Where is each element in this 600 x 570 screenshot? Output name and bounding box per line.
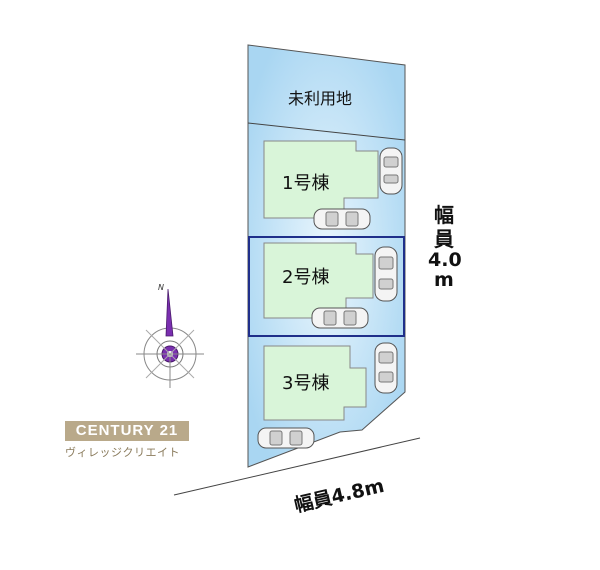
lot-2-highlight <box>248 236 405 337</box>
building-3 <box>263 345 367 421</box>
lot-1-label: 1号棟 <box>282 173 329 194</box>
north-arrow-icon <box>165 288 174 337</box>
east-road-label-4: m <box>434 269 454 291</box>
car-1a <box>379 147 403 195</box>
brand-logo: CENTURY 21 <box>65 421 189 441</box>
east-road-label-2: 員 <box>433 227 454 251</box>
unused-land-divider <box>247 122 406 141</box>
compass-north-label: N <box>158 283 164 292</box>
lot-3-label: 3号棟 <box>282 373 329 394</box>
south-road-label: 幅員4.8m <box>292 474 386 517</box>
car-3a <box>374 342 398 394</box>
lot-2-label: 2号棟 <box>282 267 329 288</box>
east-road-label-3: 4.0 <box>428 249 462 271</box>
car-1b <box>313 208 371 230</box>
south-road-edge <box>173 437 421 496</box>
building-1 <box>263 140 379 219</box>
east-road-label-1: 幅 <box>434 203 454 227</box>
brand-branch: ヴィレッジクリエイト <box>65 446 180 459</box>
building-2 <box>263 242 374 319</box>
car-2b <box>311 307 369 329</box>
unused-land-label: 未利用地 <box>288 89 352 108</box>
compass-icon: N <box>136 283 204 388</box>
car-2a <box>374 246 398 302</box>
car-3b <box>257 427 315 449</box>
